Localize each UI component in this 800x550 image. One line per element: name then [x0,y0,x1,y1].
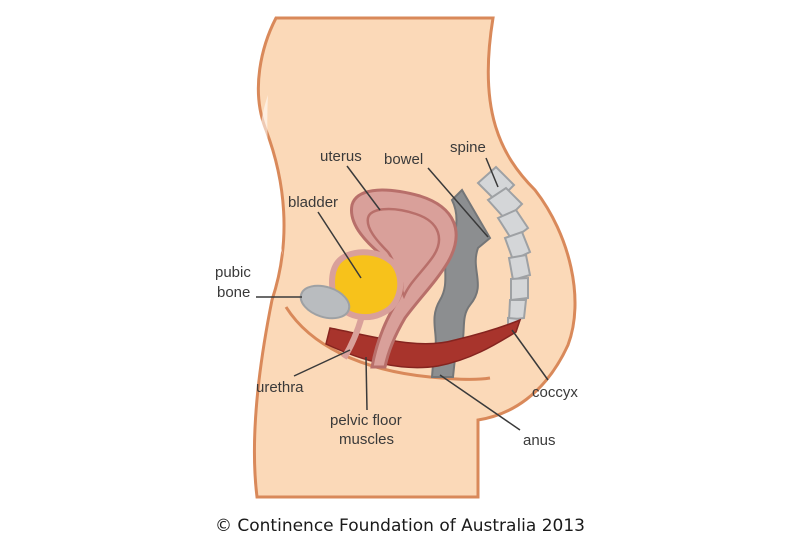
label-muscles: muscles [339,431,394,448]
label-urethra: urethra [256,379,304,396]
label-pubic: pubic [215,264,251,281]
label-pelvic-floor: pelvic floor [330,412,402,429]
copyright-notice: © Continence Foundation of Australia 201… [214,516,585,536]
label-anus: anus [523,432,556,449]
label-spine: spine [450,139,486,156]
label-bowel: bowel [384,151,423,168]
urethra-tube [341,315,365,360]
label-bladder: bladder [288,194,338,211]
label-uterus: uterus [320,148,362,165]
skin-highlight [259,95,283,255]
pubic-bone [299,284,351,320]
thigh-crease [284,306,491,381]
label-coccyx: coccyx [532,384,578,401]
leader-lines [256,157,549,431]
label-bone: bone [217,284,250,301]
uterus-cavity [366,207,441,300]
